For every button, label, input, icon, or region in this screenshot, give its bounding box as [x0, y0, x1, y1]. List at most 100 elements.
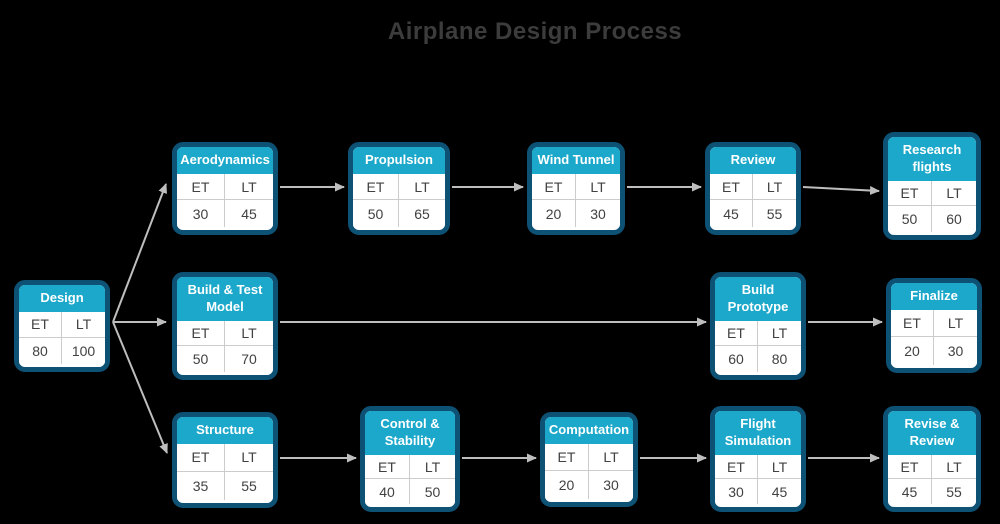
- et-value: 80: [19, 337, 62, 364]
- node-title: Finalize: [891, 283, 977, 310]
- et-value: 35: [177, 471, 225, 500]
- lt-value: 50: [424, 483, 441, 500]
- node-propulsion[interactable]: Propulsion ET LT 50 65: [348, 142, 450, 235]
- et-value: 50: [177, 346, 225, 372]
- diagram-title: Airplane Design Process: [387, 18, 683, 45]
- et-label: ET: [888, 180, 932, 207]
- node-title: Review: [710, 147, 796, 174]
- lt-value: 70: [241, 351, 257, 368]
- lt-label: LT: [399, 174, 445, 201]
- node-structure[interactable]: Structure ET LT 35 55: [172, 412, 278, 508]
- node-table: ET LT 30 45: [177, 173, 273, 227]
- lt-label: LT: [758, 455, 801, 480]
- node-table: ET LT 20 30: [891, 309, 977, 365]
- et-label: ET: [365, 454, 410, 480]
- et-label: ET: [177, 320, 225, 347]
- node-flight-simulation[interactable]: Flight Simulation ET LT 30 45: [710, 406, 806, 512]
- node-title: Structure: [177, 417, 273, 444]
- et-value: 40: [365, 479, 410, 504]
- node-title: Build & Test Model: [177, 277, 273, 321]
- et-value: 20: [891, 337, 934, 365]
- node-title: Wind Tunnel: [532, 147, 620, 174]
- et-label: ET: [532, 173, 576, 201]
- node-table: ET LT 50 70: [177, 320, 273, 372]
- lt-value: 60: [946, 211, 962, 228]
- node-title: Control & Stability: [365, 411, 455, 455]
- lt-label: LT: [934, 310, 977, 338]
- et-label: ET: [715, 320, 758, 347]
- et-value: 45: [710, 200, 753, 227]
- node-wind-tunnel[interactable]: Wind Tunnel ET LT 20 30: [527, 142, 625, 235]
- node-title: Aerodynamics: [177, 147, 273, 174]
- lt-value: 30: [590, 205, 606, 222]
- lt-label: LT: [932, 455, 976, 480]
- node-title: Propulsion: [353, 147, 445, 174]
- edge-design-structure: [112, 321, 168, 454]
- edge-review-research-flights: [802, 186, 880, 196]
- et-label: ET: [715, 454, 758, 480]
- et-value: 45: [888, 479, 932, 504]
- lt-value: 45: [241, 205, 257, 222]
- lt-value: 100: [71, 342, 96, 359]
- et-value: 20: [532, 200, 576, 227]
- node-table: ET LT 45 55: [888, 454, 976, 504]
- node-table: ET LT 50 60: [888, 180, 976, 232]
- et-label: ET: [545, 443, 589, 472]
- et-value: 30: [715, 479, 758, 504]
- lt-label: LT: [410, 455, 455, 480]
- lt-value: 65: [414, 205, 430, 222]
- node-table: ET LT 40 50: [365, 454, 455, 504]
- node-table: ET LT 45 55: [710, 173, 796, 227]
- lt-value: 80: [771, 351, 788, 368]
- et-label: ET: [353, 173, 399, 201]
- node-title: Revise & Review: [888, 411, 976, 455]
- lt-label: LT: [225, 444, 273, 472]
- node-table: ET LT 80 100: [19, 311, 105, 364]
- edge-design-aerodynamics: [112, 183, 167, 323]
- node-design[interactable]: Design ET LT 80 100: [14, 280, 110, 372]
- et-value: 60: [715, 346, 758, 372]
- et-label: ET: [19, 311, 62, 338]
- lt-value: 30: [603, 477, 619, 494]
- node-table: ET LT 35 55: [177, 443, 273, 500]
- node-table: ET LT 50 65: [353, 173, 445, 227]
- node-title: Computation: [545, 417, 633, 444]
- node-build-test-model[interactable]: Build & Test Model ET LT 50 70: [172, 272, 278, 380]
- node-table: ET LT 30 45: [715, 454, 801, 504]
- node-build-prototype[interactable]: Build Prototype ET LT 60 80: [710, 272, 806, 380]
- node-control-stability[interactable]: Control & Stability ET LT 40 50: [360, 406, 460, 512]
- lt-label: LT: [932, 181, 976, 207]
- node-aerodynamics[interactable]: Aerodynamics ET LT 30 45: [172, 142, 278, 235]
- et-label: ET: [177, 443, 225, 472]
- node-title: Flight Simulation: [715, 411, 801, 455]
- node-table: ET LT 60 80: [715, 320, 801, 372]
- et-label: ET: [891, 309, 934, 338]
- lt-label: LT: [62, 312, 105, 338]
- lt-label: LT: [758, 321, 801, 347]
- node-table: ET LT 20 30: [532, 173, 620, 227]
- node-computation[interactable]: Computation ET LT 20 30: [540, 412, 638, 507]
- et-label: ET: [177, 173, 225, 201]
- node-table: ET LT 20 30: [545, 443, 633, 499]
- lt-value: 55: [241, 477, 257, 494]
- et-label: ET: [710, 173, 753, 201]
- node-title: Research flights: [888, 137, 976, 181]
- et-value: 50: [353, 200, 399, 227]
- et-value: 50: [888, 206, 932, 232]
- lt-label: LT: [753, 174, 796, 201]
- et-value: 20: [545, 471, 589, 499]
- lt-label: LT: [576, 174, 620, 201]
- node-title: Build Prototype: [715, 277, 801, 321]
- lt-value: 45: [771, 483, 788, 500]
- node-review[interactable]: Review ET LT 45 55: [705, 142, 801, 235]
- lt-value: 30: [947, 343, 964, 360]
- node-finalize[interactable]: Finalize ET LT 20 30: [886, 278, 982, 373]
- lt-value: 55: [946, 483, 962, 500]
- node-research-flights[interactable]: Research flights ET LT 50 60: [883, 132, 981, 240]
- lt-label: LT: [589, 444, 633, 472]
- node-revise-review[interactable]: Revise & Review ET LT 45 55: [883, 406, 981, 512]
- lt-value: 55: [766, 205, 783, 222]
- et-value: 30: [177, 200, 225, 227]
